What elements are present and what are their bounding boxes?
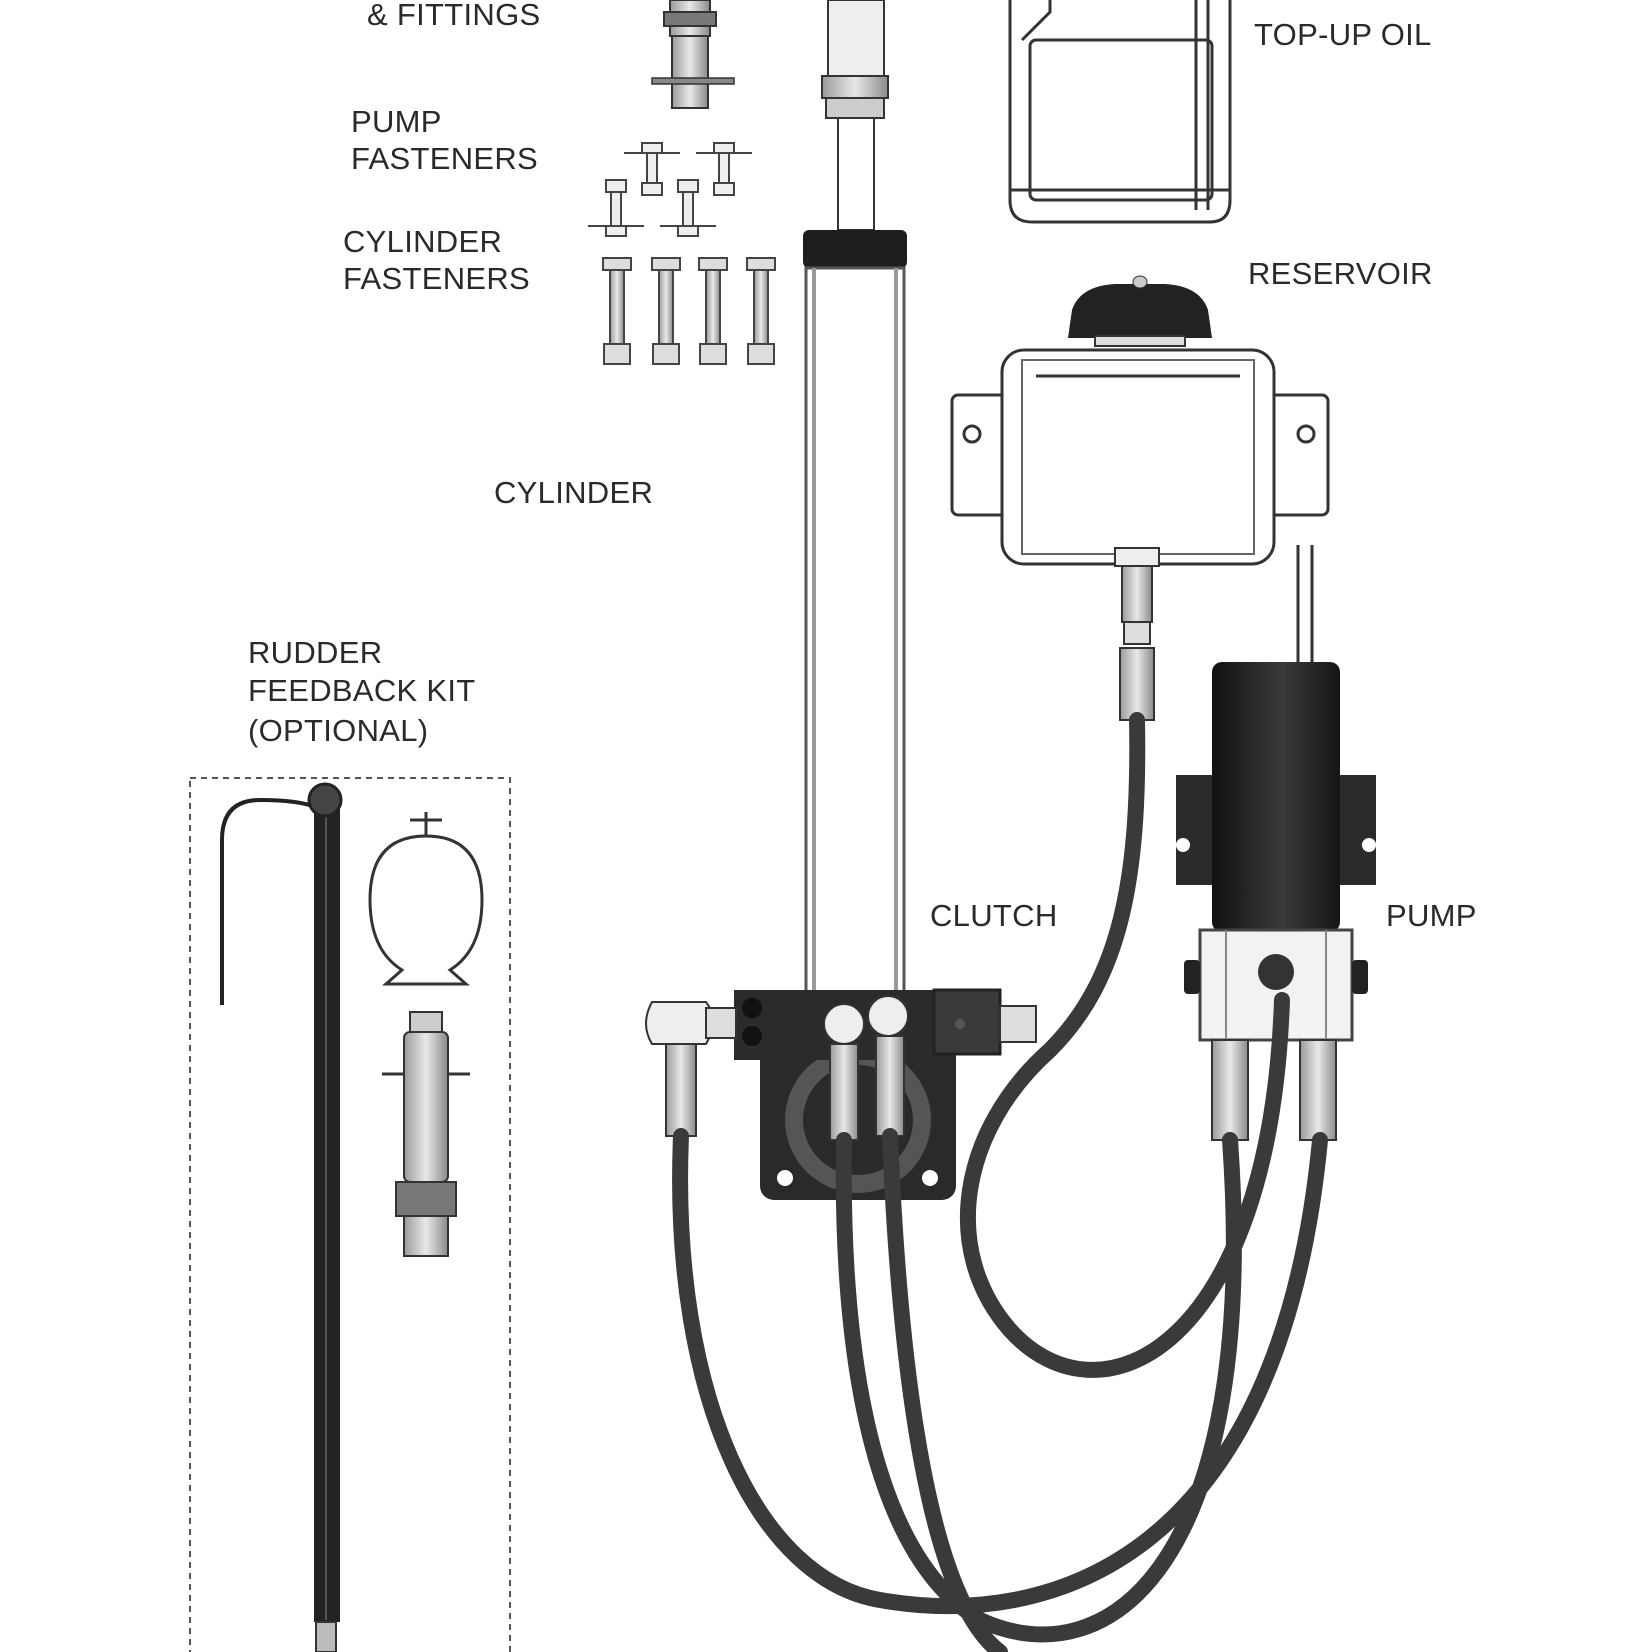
- label-rudder-feedback-line1: RUDDER: [248, 635, 383, 670]
- label-hoses-fittings: & FITTINGS: [367, 0, 541, 32]
- label-cylinder-fasteners-line2: FASTENERS: [343, 261, 531, 296]
- top-up-oil-bottle: [1008, 0, 1232, 224]
- label-cylinder-fasteners-line1: CYLINDER: [343, 224, 503, 259]
- label-rudder-feedback-line3: (OPTIONAL): [248, 713, 429, 748]
- rudder-feedback-kit: [189, 777, 511, 1652]
- label-clutch: CLUTCH: [930, 898, 1058, 933]
- label-pump: PUMP: [1386, 898, 1477, 933]
- label-pump-fasteners-line2: FASTENERS: [351, 141, 539, 176]
- cylinder: [803, 230, 907, 1000]
- label-rudder-feedback-line2: FEEDBACK KIT: [248, 673, 476, 708]
- clutch-manifold: [645, 988, 1037, 1200]
- label-cylinder: CYLINDER: [494, 475, 654, 510]
- cylinder-rod-end: [821, 0, 889, 231]
- hydraulic-hoses: [672, 712, 1328, 1652]
- label-pump-fasteners-line1: PUMP: [351, 104, 442, 139]
- label-top-up-oil: TOP-UP OIL: [1254, 17, 1432, 52]
- label-reservoir: RESERVOIR: [1248, 256, 1433, 291]
- pump-fasteners: [588, 142, 752, 237]
- reservoir: [950, 275, 1330, 721]
- hose-fitting-part: [651, 0, 735, 109]
- cylinder-fasteners: [602, 257, 776, 365]
